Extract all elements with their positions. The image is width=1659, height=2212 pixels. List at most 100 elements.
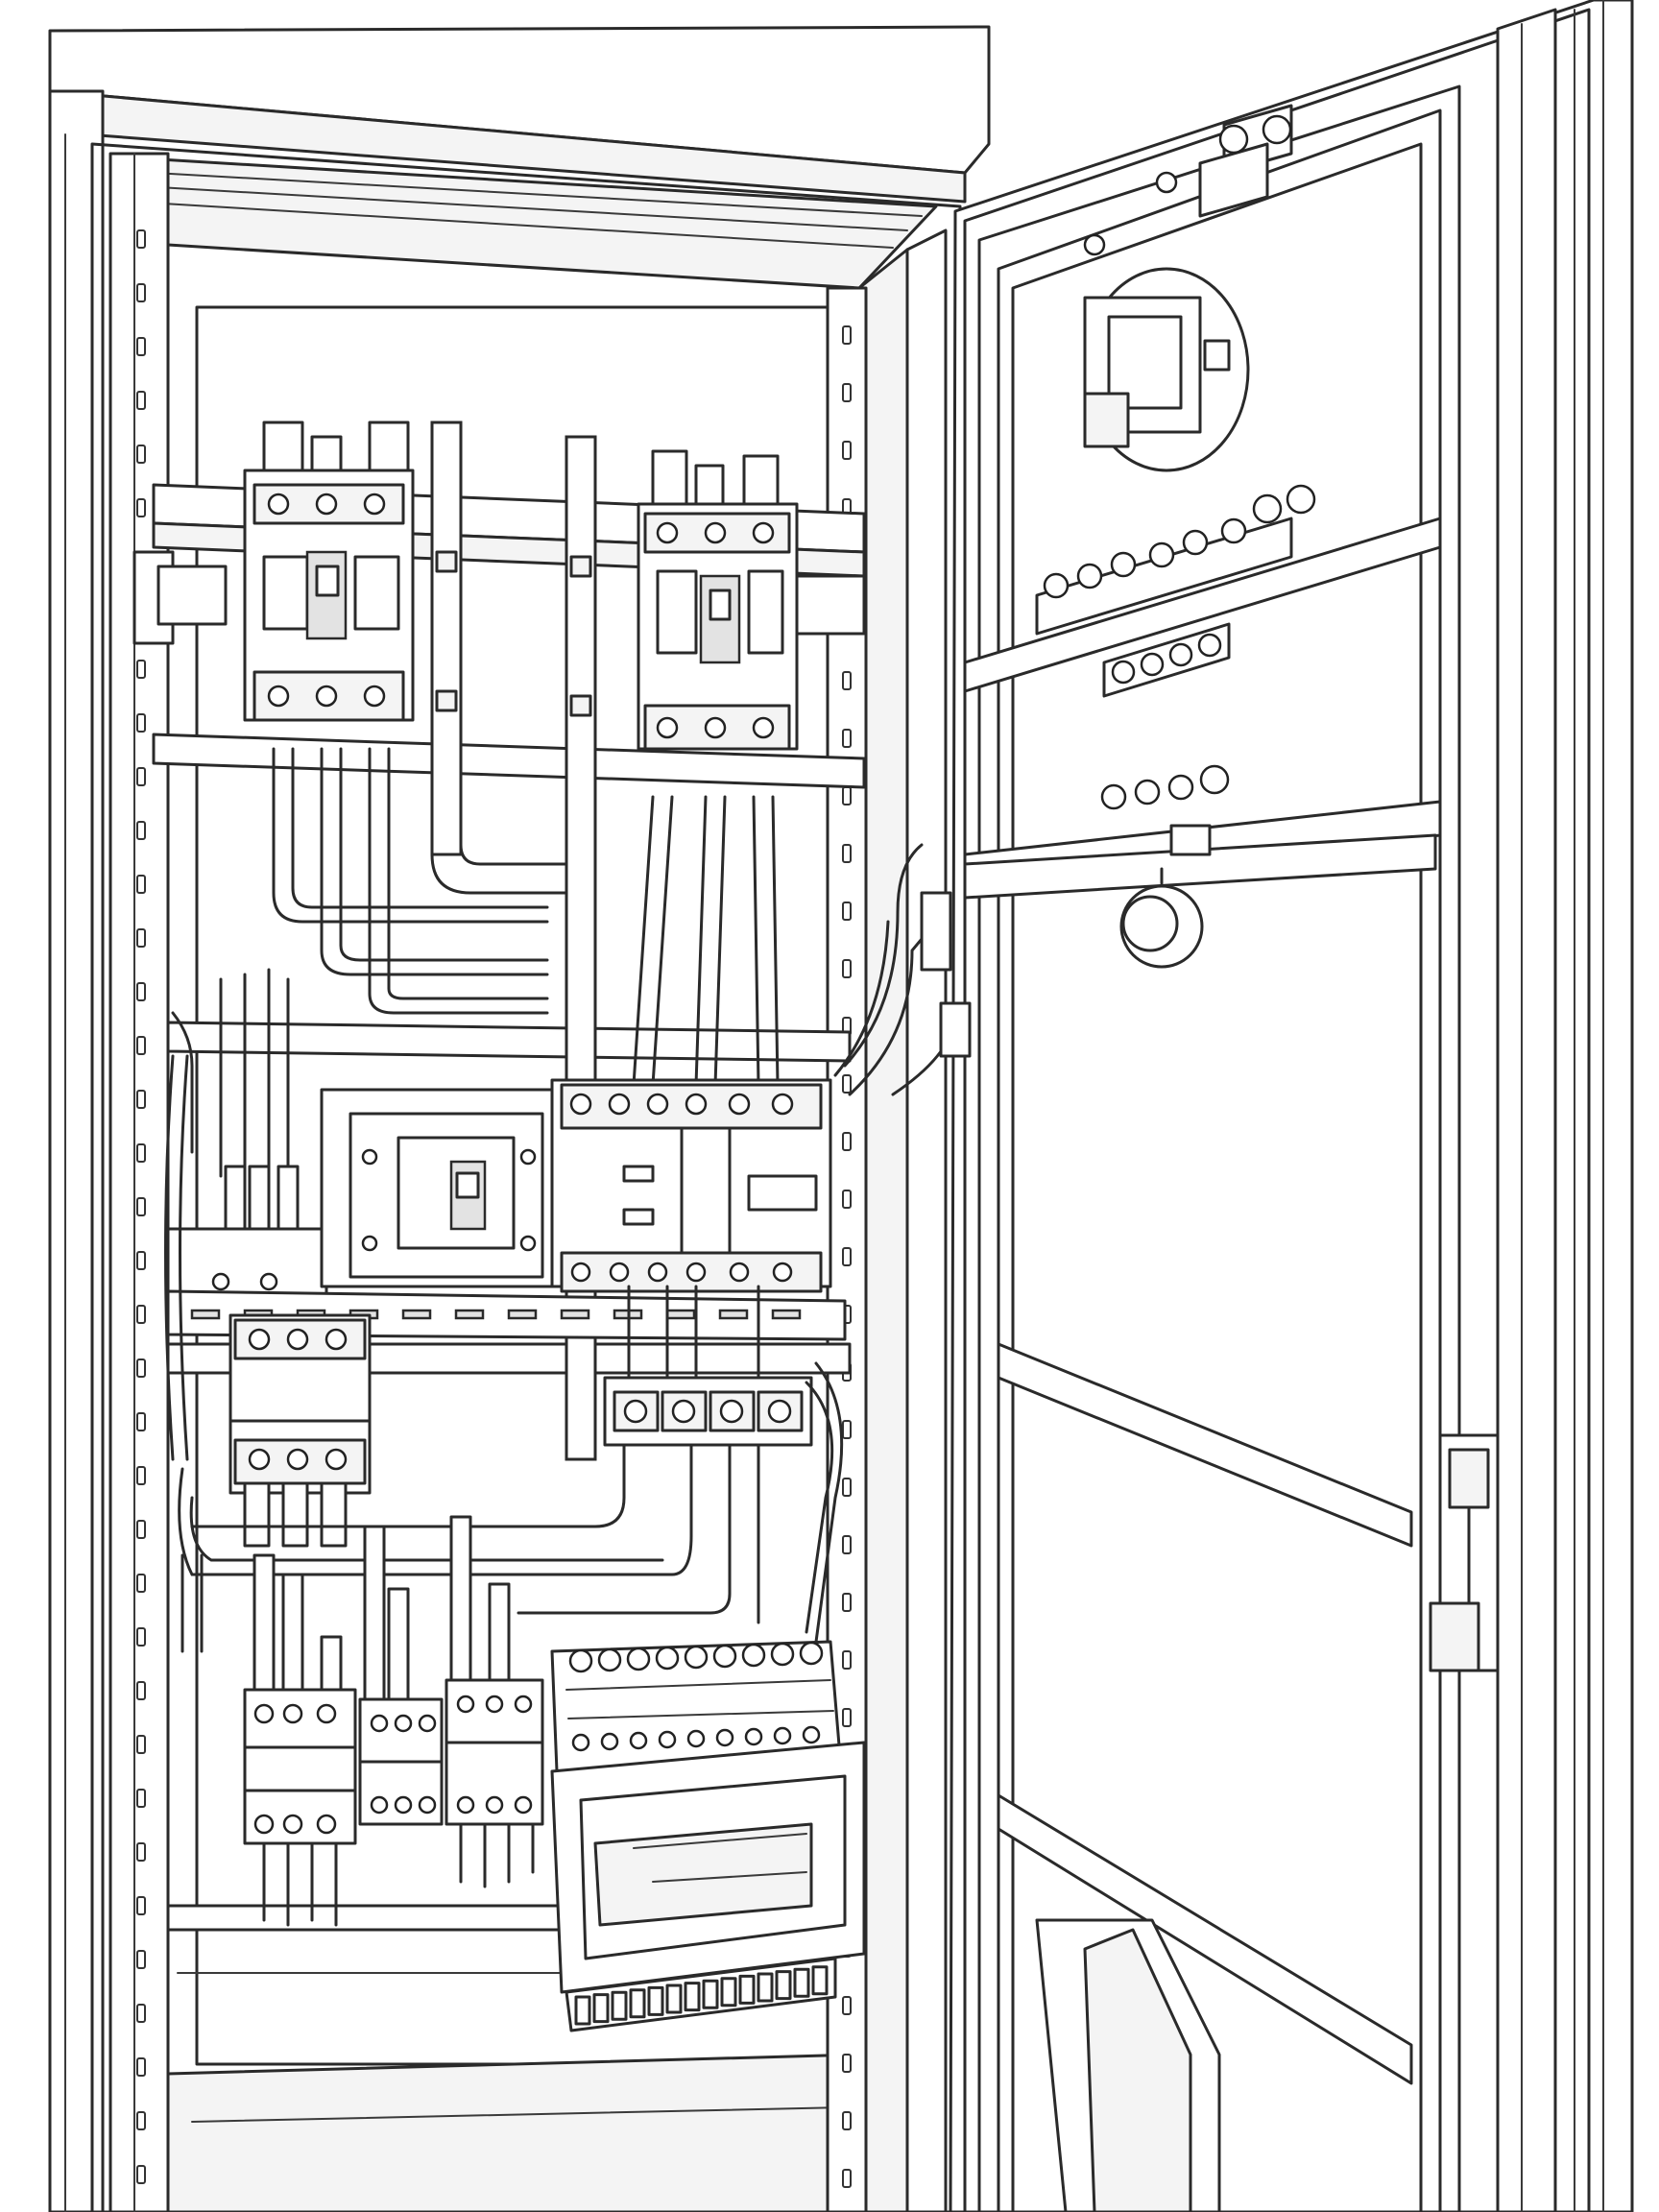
- bottom-terminal: [720, 1977, 737, 2008]
- mcb-group-right: [445, 1515, 544, 1888]
- cabinet-door: [949, 0, 1634, 2212]
- door-terminal-row-3: [1100, 764, 1230, 856]
- rail-hole: [842, 1650, 852, 1670]
- rail-hole: [842, 671, 852, 690]
- lower-cables: [164, 1054, 844, 1653]
- rail-slot: [771, 1309, 802, 1320]
- bottom-terminal: [684, 1982, 701, 2012]
- terminal-screw: [715, 1728, 734, 1747]
- rail-hole: [136, 1251, 146, 1270]
- rail-hole: [136, 982, 146, 1001]
- rail-hole: [842, 1074, 852, 1094]
- door-document-pocket: [1035, 1918, 1221, 2212]
- rail-hole: [842, 1478, 852, 1497]
- upper-cables: [171, 747, 780, 1178]
- rail-hole: [136, 713, 146, 733]
- bottom-terminal: [738, 1974, 756, 2005]
- rail-hole: [842, 786, 852, 805]
- bottom-terminal: [775, 1970, 792, 2001]
- door-buzzer: [1119, 867, 1204, 969]
- rail-hole: [136, 2111, 146, 2130]
- left-mounting-rail: [108, 152, 170, 2212]
- terminal-screw: [770, 1642, 795, 1667]
- rail-hole: [136, 767, 146, 786]
- rail-slot: [401, 1309, 432, 1320]
- terminal-screw: [655, 1646, 680, 1671]
- rail-hole: [136, 928, 146, 948]
- rail-hole: [136, 1950, 146, 1969]
- cabinet-frame: [48, 25, 991, 2212]
- bottom-terminal: [611, 1990, 628, 2021]
- mcb-group-left: [243, 1553, 357, 1927]
- rail-hole: [136, 1197, 146, 1216]
- terminal-screw: [802, 1725, 821, 1744]
- door-hinge: [920, 891, 972, 1058]
- terminal-strip-lower: [550, 1640, 842, 1773]
- terminal-screw: [568, 1648, 593, 1673]
- rail-hole: [842, 844, 852, 863]
- rail-hole: [842, 2111, 852, 2130]
- rail-hole: [842, 959, 852, 978]
- din-rail-middle: [166, 1289, 847, 1341]
- rail-hole: [136, 821, 146, 840]
- door-terminal-row-1: [1035, 484, 1316, 636]
- rail-hole: [136, 1574, 146, 1593]
- rail-slot: [454, 1309, 485, 1320]
- rail-hole: [842, 1593, 852, 1612]
- rail-hole: [136, 391, 146, 410]
- meter-enclosure: [550, 1741, 866, 2032]
- rail-slot: [190, 1309, 221, 1320]
- rail-hole: [136, 1789, 146, 1808]
- terminal-screw: [686, 1729, 706, 1748]
- rail-hole: [842, 1708, 852, 1727]
- terminal-screw: [658, 1730, 677, 1749]
- rail-hole: [842, 1132, 852, 1151]
- breaker-top-left: [243, 421, 415, 722]
- rail-hole: [136, 1090, 146, 1109]
- terminal-screw: [712, 1644, 737, 1669]
- rail-hole: [136, 445, 146, 464]
- rail-slot: [718, 1309, 749, 1320]
- terminal-screw: [626, 1647, 651, 1671]
- rail-hole: [842, 2169, 852, 2188]
- terminal-screw: [571, 1733, 590, 1752]
- terminal-screw: [629, 1731, 648, 1750]
- rail-hole: [842, 902, 852, 921]
- rail-hole: [842, 2054, 852, 2073]
- rail-hole: [136, 1412, 146, 1431]
- rail-hole: [136, 1143, 146, 1163]
- bottom-terminal: [702, 1979, 719, 2009]
- terminal-screw: [741, 1643, 766, 1668]
- rail-hole: [842, 1535, 852, 1554]
- rail-hole: [136, 229, 146, 249]
- rail-holes: [136, 229, 146, 2184]
- terminal-screw: [744, 1727, 763, 1746]
- contactor-left: [228, 1313, 372, 1548]
- terminal-screw: [799, 1641, 824, 1666]
- terminal-screw: [597, 1647, 622, 1672]
- rail-hole: [842, 441, 852, 460]
- rail-hole: [842, 1190, 852, 1209]
- rail-hole: [136, 660, 146, 679]
- rail-slot: [507, 1309, 538, 1320]
- rail-hole: [842, 1996, 852, 2015]
- rail-hole: [136, 1896, 146, 1915]
- rail-hole: [842, 383, 852, 402]
- main-breaker-center: [320, 1088, 559, 1288]
- rail-hole: [136, 1842, 146, 1862]
- rail-hole: [842, 325, 852, 345]
- bottom-terminal: [647, 1985, 664, 2016]
- rail-hole: [136, 2004, 146, 2023]
- door-terminal-row-2: [1102, 622, 1231, 698]
- rail-hole: [136, 1735, 146, 1754]
- rail-hole: [842, 1420, 852, 1439]
- bottom-terminal: [592, 1993, 610, 2024]
- breaker-top-right: [637, 449, 799, 751]
- rail-hole: [136, 875, 146, 894]
- rail-hole: [136, 1627, 146, 1647]
- rail-clamps: [132, 550, 866, 645]
- terminal-screws: [568, 1641, 824, 1752]
- rail-hole: [136, 1358, 146, 1378]
- rail-hole: [842, 729, 852, 748]
